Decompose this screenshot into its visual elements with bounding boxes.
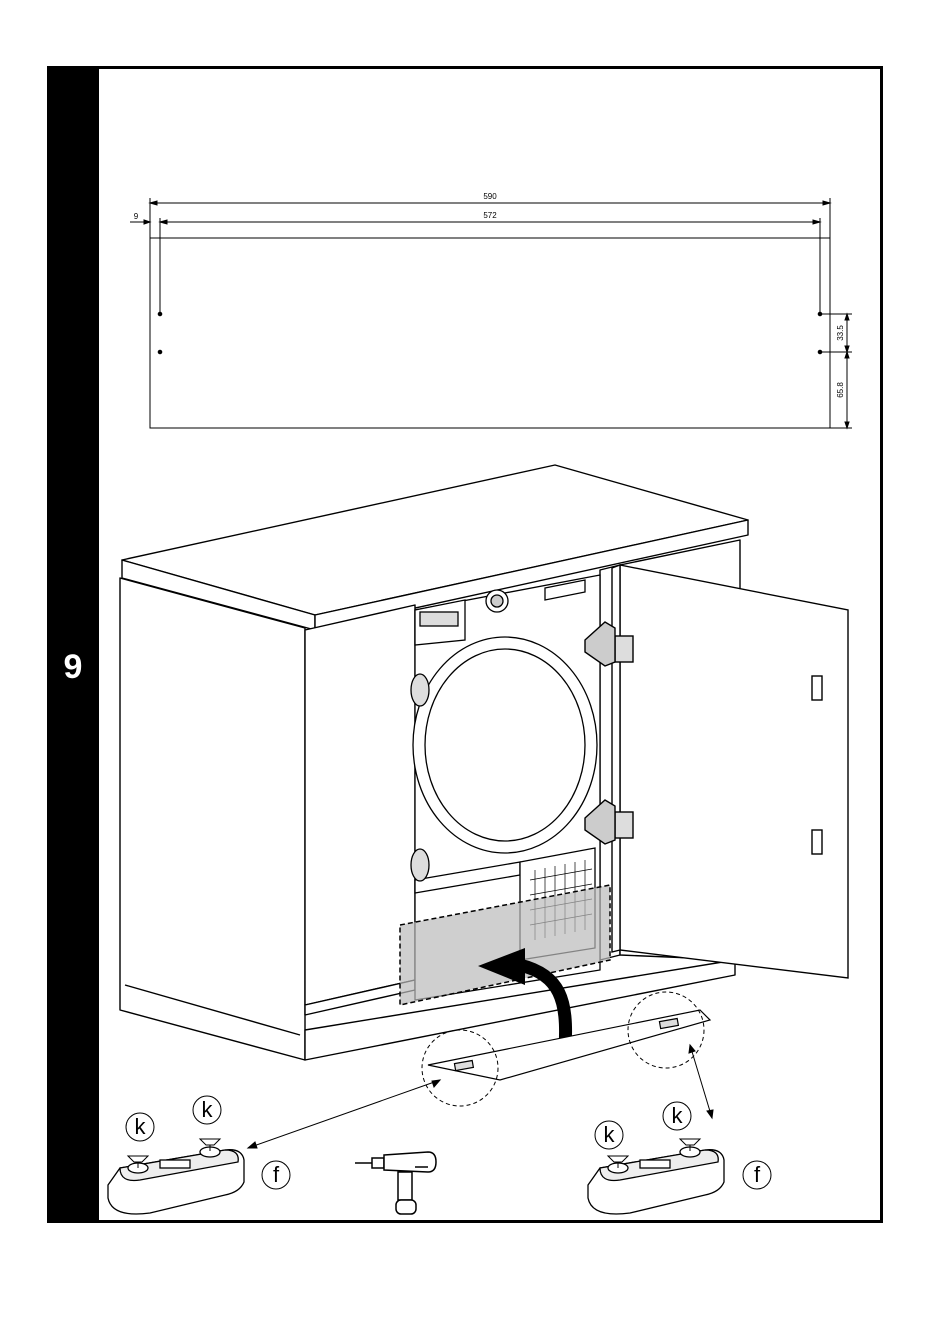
cabinet-left-side [120,578,305,1060]
callout-label-k: k [202,1097,214,1122]
callout-label-k: k [672,1103,684,1128]
dim-label-590: 590 [483,192,497,201]
kickplate-panel [150,238,830,428]
door-hinge [615,636,633,662]
dim-label-572: 572 [483,211,497,220]
callout-label-k: k [135,1114,147,1139]
cabinet-left-front [305,605,415,1005]
leader-line [248,1080,440,1148]
door-hinge [615,812,633,838]
cabinet-door-open [585,565,848,978]
callout-label-f: f [273,1162,280,1187]
kickplate-panel-drawing [130,198,852,428]
dim-label-33-5: 33.5 [836,325,845,341]
hinge-icon [411,849,429,881]
hole-marker [158,350,162,354]
dim-label-9: 9 [134,212,139,221]
drill-icon [355,1152,436,1214]
hinge-icon [411,674,429,706]
hole-marker [158,312,162,316]
callout-label-k: k [604,1122,616,1147]
dryer-door [413,637,597,853]
leader-line [690,1045,712,1118]
cabinet-door [620,565,848,978]
callout-label-f: f [754,1162,761,1187]
dim-label-65-8: 65.8 [836,382,845,398]
